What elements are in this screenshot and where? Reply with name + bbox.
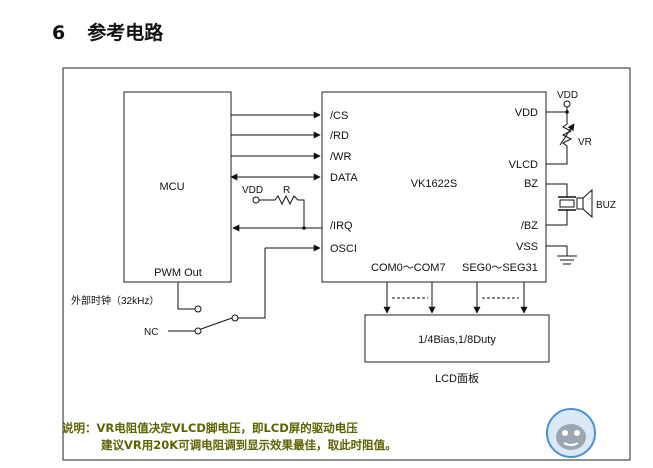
pin-vdd: VDD (515, 107, 538, 119)
wire-osci-down (234, 248, 266, 319)
wire-pwm (177, 282, 195, 310)
pullup-junction (302, 226, 306, 230)
switch-pivot (231, 314, 239, 322)
speaker-cone-icon (582, 188, 593, 219)
pin-nbz: /BZ (521, 220, 538, 232)
section-heading: 6 参考电路 (52, 18, 163, 45)
note-line-1: 说明：VR电阻值决定VLCD脚电压，即LCD屏的驱动电压 (62, 421, 358, 435)
pin-vlcd: VLCD (509, 159, 538, 171)
section-title: 参考电路 (87, 22, 164, 44)
pin-vss: VSS (516, 241, 538, 253)
buzzer-body (559, 199, 575, 208)
vr-label: VR (578, 137, 592, 148)
switch-terminal-nc (194, 327, 202, 335)
wire-bz (546, 183, 568, 197)
pullup-vdd-label: VDD (242, 185, 263, 196)
vr-wiper-arrow (559, 123, 575, 146)
wire-vss (546, 245, 568, 256)
switch-blade (200, 317, 233, 330)
nc-label: NC (144, 327, 158, 338)
wire-nbz (546, 210, 568, 226)
mcu-label: MCU (159, 181, 184, 193)
pullup-resistor (259, 194, 305, 228)
buzzer-label: BUZ (596, 200, 616, 211)
switch-terminal-pwm (194, 305, 202, 313)
pullup-r-label: R (283, 185, 290, 196)
note-line-2: 建议VR用20K可调电阻调到显示效果最佳，取此时阻值。 (101, 438, 397, 452)
pwm-out-label: PWM Out (154, 267, 202, 279)
vk1622s-chip (321, 91, 547, 283)
mascot-logo (546, 408, 596, 458)
vr-resistor (546, 112, 573, 165)
com-label: COM0～COM7 (371, 262, 446, 274)
pin-wr: /WR (330, 151, 351, 163)
lcd-panel (364, 314, 550, 363)
outer-frame (62, 67, 631, 461)
pin-cs: /CS (330, 110, 348, 122)
vr-vdd-label: VDD (557, 90, 578, 101)
pin-data: DATA (330, 172, 358, 184)
vr-junction (565, 110, 569, 114)
pin-bz: BZ (524, 178, 538, 190)
lcd-panel-spec: 1/4Bias,1/8Duty (418, 334, 496, 346)
wire-vdd (546, 107, 568, 113)
pin-irq: /IRQ (330, 220, 353, 232)
pullup-vdd-terminal (252, 196, 260, 204)
section-number: 6 (52, 22, 66, 44)
lcd-panel-caption: LCD面板 (435, 371, 479, 385)
pin-rd: /RD (330, 130, 349, 142)
pin-osci: OSCI (330, 243, 357, 255)
clock-label: 外部时钟（32kHz） (71, 294, 159, 307)
vr-vdd-terminal (563, 100, 571, 108)
seg-label: SEG0～SEG31 (462, 262, 538, 274)
speaker-magnet (576, 197, 584, 210)
chip-name: VK1622S (411, 178, 457, 190)
